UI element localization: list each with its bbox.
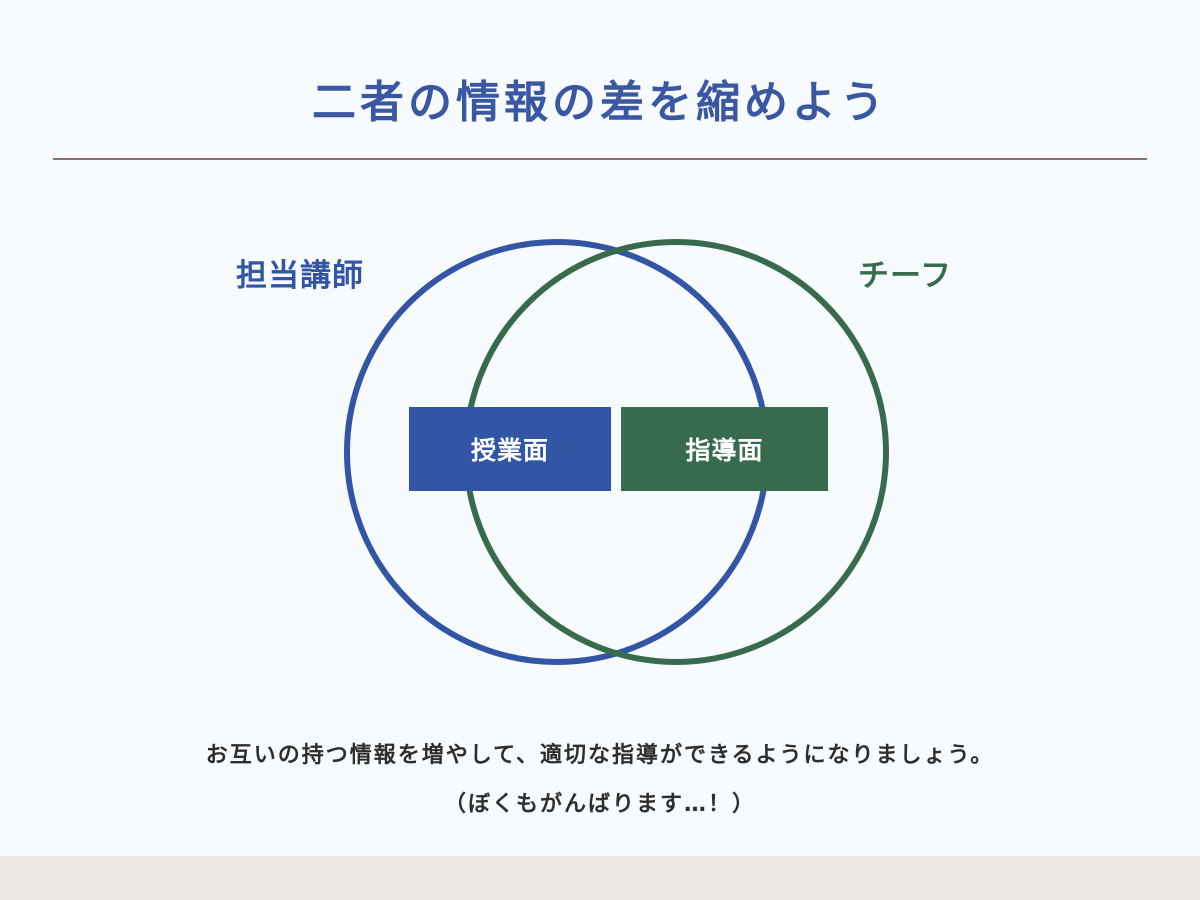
left-box: 授業面 [409,407,611,491]
title-divider [53,158,1147,160]
right-circle-label: チーフ [858,258,953,294]
message-line-1: お互いの持つ情報を増やして、適切な指導ができるようになりましょう。 [205,743,995,768]
left-box-label: 授業面 [470,436,549,465]
right-box-label: 指導面 [685,436,764,465]
message-line-2: （ぼくもがんばります…！） [443,792,756,817]
footer-band [0,856,1200,900]
left-circle-label: 担当講師 [236,258,364,294]
page-title: 二者の情報の差を縮めよう [312,77,888,128]
right-box: 指導面 [621,407,828,491]
